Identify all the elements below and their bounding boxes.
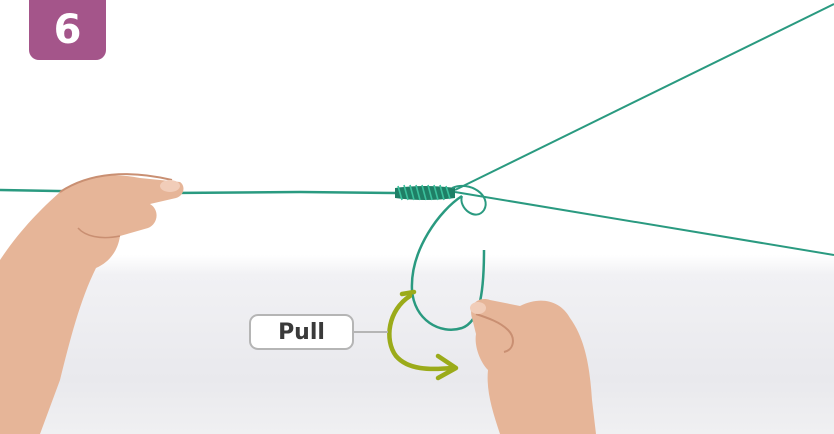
pull-arrow-icon <box>389 292 456 378</box>
right-line <box>455 192 834 255</box>
main-line <box>0 190 395 193</box>
right-hand <box>470 299 596 434</box>
step-number-badge: 6 <box>29 0 106 60</box>
left-hand <box>0 174 183 434</box>
pull-callout-label: Pull <box>249 314 354 350</box>
upper-line <box>455 4 834 190</box>
knot-wraps <box>395 185 455 200</box>
